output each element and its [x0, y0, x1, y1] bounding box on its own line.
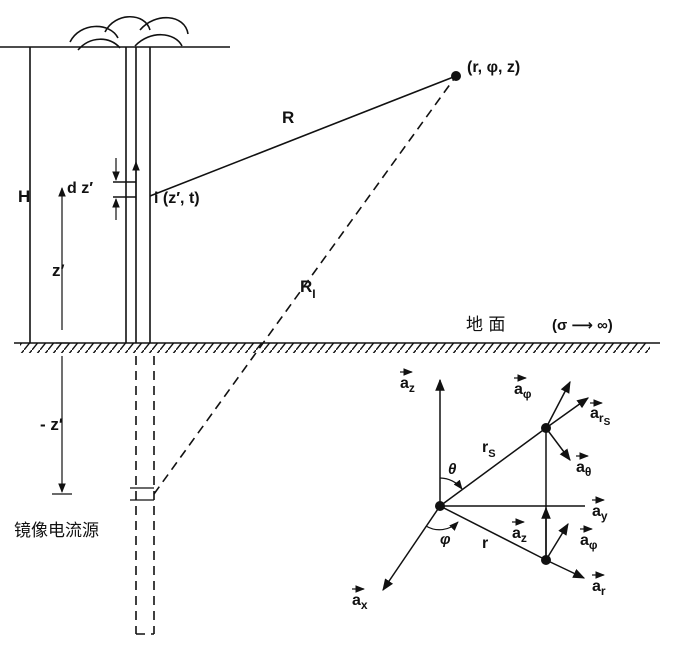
- phi-label: φ: [440, 531, 451, 548]
- dz-element: [112, 158, 140, 220]
- aphi2-arrow: [545, 522, 569, 561]
- atheta-arrow: [545, 427, 571, 461]
- r-label: r: [482, 535, 488, 552]
- image-source-label: 镜像电流源: [14, 521, 99, 541]
- atheta-label: aθ: [576, 459, 591, 479]
- image-channel: [130, 356, 155, 635]
- dz-label: d z′: [67, 180, 93, 197]
- rs-label: rS: [482, 439, 496, 460]
- theta-label: θ: [448, 461, 457, 478]
- neg-zprime-label: - z′: [40, 415, 63, 434]
- aphi-arrow: [545, 380, 571, 429]
- ax-axis: [382, 505, 441, 591]
- theta-arc: [439, 477, 463, 490]
- R1-line: [153, 75, 457, 495]
- R-label: R: [282, 108, 294, 127]
- phi-arc: [425, 521, 459, 531]
- ax-label: ax: [352, 592, 368, 612]
- zprime-label: z′: [52, 261, 65, 280]
- vector-overbars: [352, 368, 605, 593]
- az2-label: az: [512, 525, 527, 545]
- ay-label: ay: [592, 503, 608, 523]
- rs-vector: [439, 427, 547, 507]
- current-label: i (z′, t): [154, 190, 200, 207]
- aphi-label: aφ: [514, 381, 532, 401]
- point-label: (r, φ, z): [467, 59, 520, 76]
- ar-arrow: [545, 559, 586, 579]
- observation-point: [451, 71, 461, 81]
- ar-label: ar: [592, 578, 606, 598]
- ars-label: arS: [590, 405, 611, 428]
- ground-hatching: [20, 343, 650, 353]
- H-label: H: [18, 187, 30, 206]
- aphi2-label: aφ: [580, 532, 598, 552]
- ground-label: 地 面: [466, 315, 505, 335]
- az-label: az: [400, 375, 415, 395]
- ars-arrow: [545, 397, 589, 429]
- sigma-label: (σ ⟶ ∞): [552, 317, 613, 334]
- origin-point: [435, 501, 445, 511]
- r-vector: [439, 505, 547, 561]
- R-line: [149, 75, 457, 197]
- R1-label: RI: [300, 277, 316, 301]
- cloud-icon: [69, 16, 189, 51]
- coordinate-system: [382, 378, 589, 591]
